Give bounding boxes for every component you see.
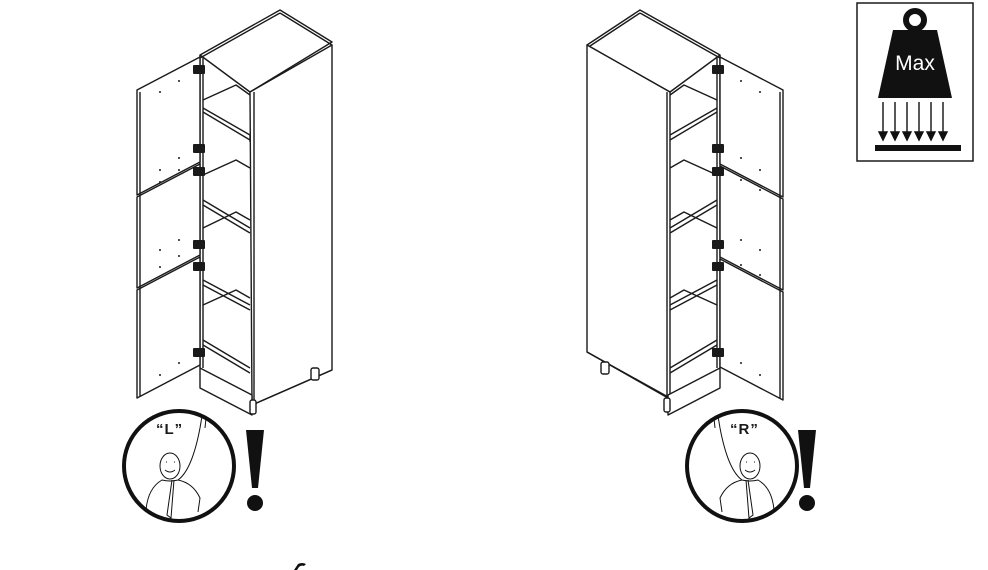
right-cabinet-shelves (669, 84, 718, 374)
left-cabinet-leg (249, 399, 257, 415)
right-door-middle (719, 165, 784, 291)
right-door-bottom (719, 258, 784, 401)
load-surface-bar (875, 145, 961, 151)
right-cabinet-leg (663, 397, 671, 413)
person-pointing-icon (145, 415, 207, 519)
max-load-label: Max (895, 52, 935, 75)
person-pointing-icon (713, 415, 775, 519)
left-door-bottom (136, 256, 201, 399)
right-door-top (719, 56, 784, 198)
left-orientation-label: “L” (156, 421, 184, 438)
left-door-middle (136, 163, 201, 289)
left-cabinet-top (199, 9, 333, 93)
right-cabinet-leg (600, 361, 610, 375)
right-cabinet-plinth (667, 367, 721, 416)
left-cabinet-leg (310, 367, 320, 381)
right-cabinet-doors (719, 56, 784, 401)
left-door-top (136, 56, 201, 196)
left-cabinet-shelves (202, 84, 251, 374)
left-cabinet-hinges (193, 65, 205, 357)
exclamation-icon (798, 430, 816, 511)
arrows-down-icon (877, 102, 949, 142)
weight-icon (878, 8, 952, 98)
left-cabinet-doors (136, 56, 201, 399)
left-cabinet-plinth (199, 367, 253, 416)
exclamation-icon (246, 430, 264, 511)
right-cabinet-hinges (712, 65, 724, 357)
right-orientation-label: “R” (730, 421, 759, 438)
